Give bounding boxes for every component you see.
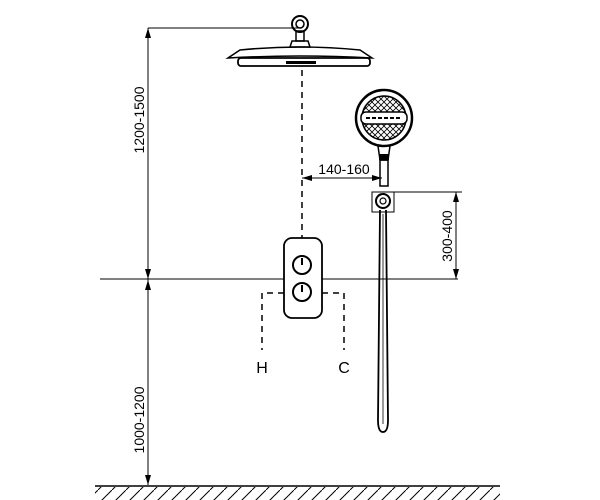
hot-supply-pipe — [261, 292, 284, 350]
holder-range-dimension — [390, 191, 462, 279]
arm-offset-dimension — [302, 175, 382, 181]
mixing-valve — [283, 237, 323, 319]
shower-hose — [377, 209, 389, 433]
overhead-shower-head — [225, 15, 375, 67]
hand-shower-holder — [371, 191, 395, 213]
dimension-holder-range-label: 300-400 — [439, 210, 455, 262]
floor — [95, 485, 500, 500]
hand-shower-head — [354, 88, 414, 187]
cold-supply-pipe — [322, 292, 345, 350]
dimension-arm-offset-label: 140-160 — [318, 161, 370, 177]
cold-pipe-label: C — [338, 360, 350, 377]
dimension-valve-label: 1000-1200 — [131, 386, 147, 453]
vertical-dimension-line — [145, 27, 300, 485]
hot-pipe-label: H — [256, 360, 268, 377]
dimension-overhead-label: 1200-1500 — [131, 86, 147, 153]
